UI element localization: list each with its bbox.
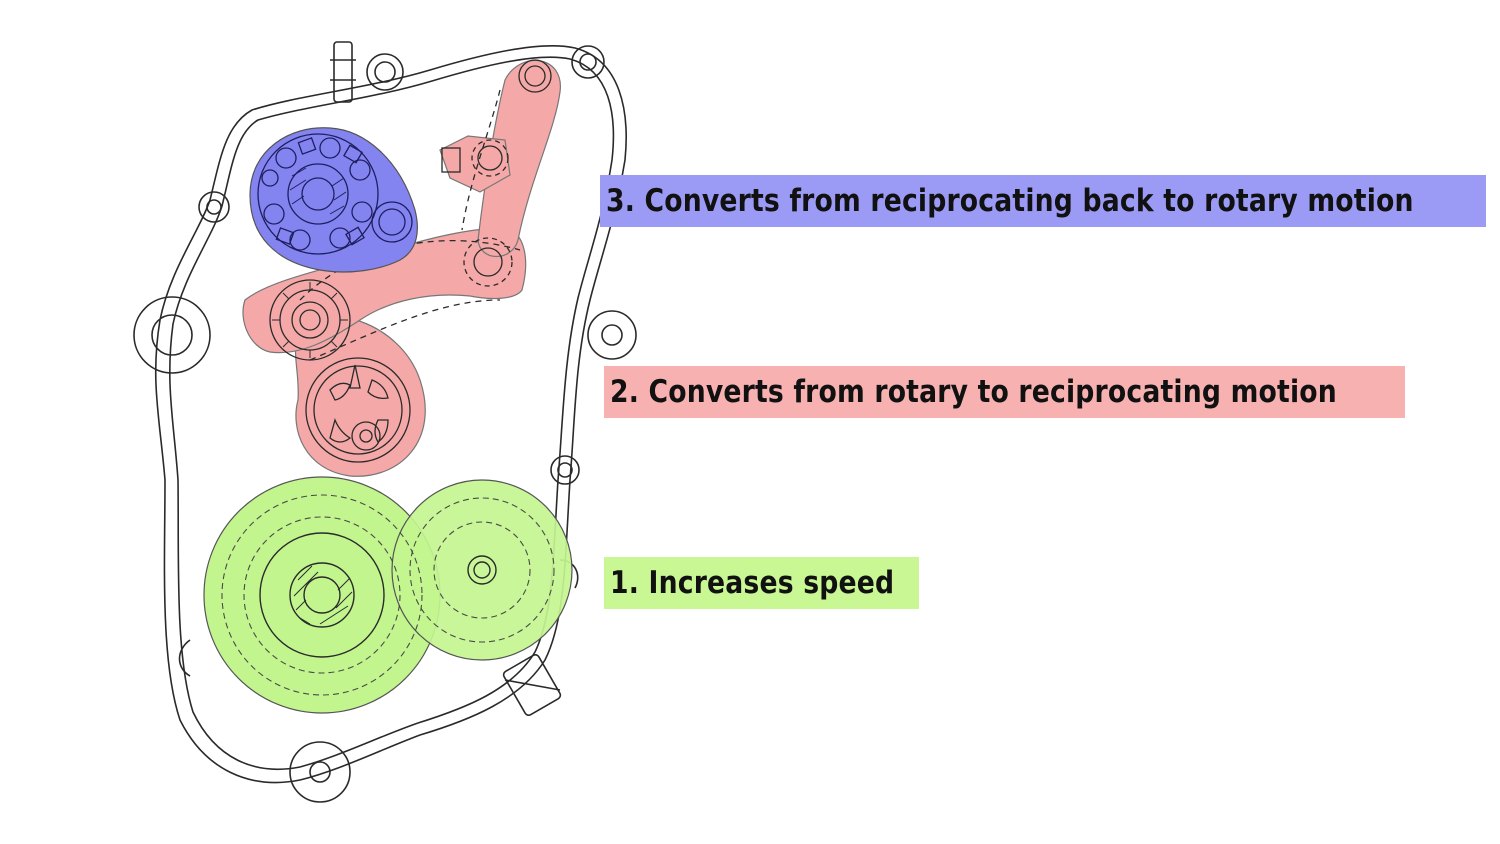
stage-3-label: 3. Converts from reciprocating back to r… <box>600 175 1486 227</box>
stage-3-freewheel-clutch <box>249 127 418 273</box>
stage-1-gear-pair <box>203 476 573 714</box>
stage-2-crank-mechanism <box>242 59 561 477</box>
stage-1-label-text: 1. Increases speed <box>610 565 895 601</box>
stage-2-label: 2. Converts from rotary to reciprocating… <box>604 366 1405 418</box>
housing-outline <box>133 41 637 803</box>
stage-1-label: 1. Increases speed <box>604 557 919 609</box>
small-bracket <box>439 135 511 193</box>
small-gear <box>391 479 573 661</box>
freewheel-body <box>249 127 418 273</box>
stage-3-label-text: 3. Converts from reciprocating back to r… <box>606 183 1414 219</box>
stage-2-label-text: 2. Converts from rotary to reciprocating… <box>610 374 1337 410</box>
